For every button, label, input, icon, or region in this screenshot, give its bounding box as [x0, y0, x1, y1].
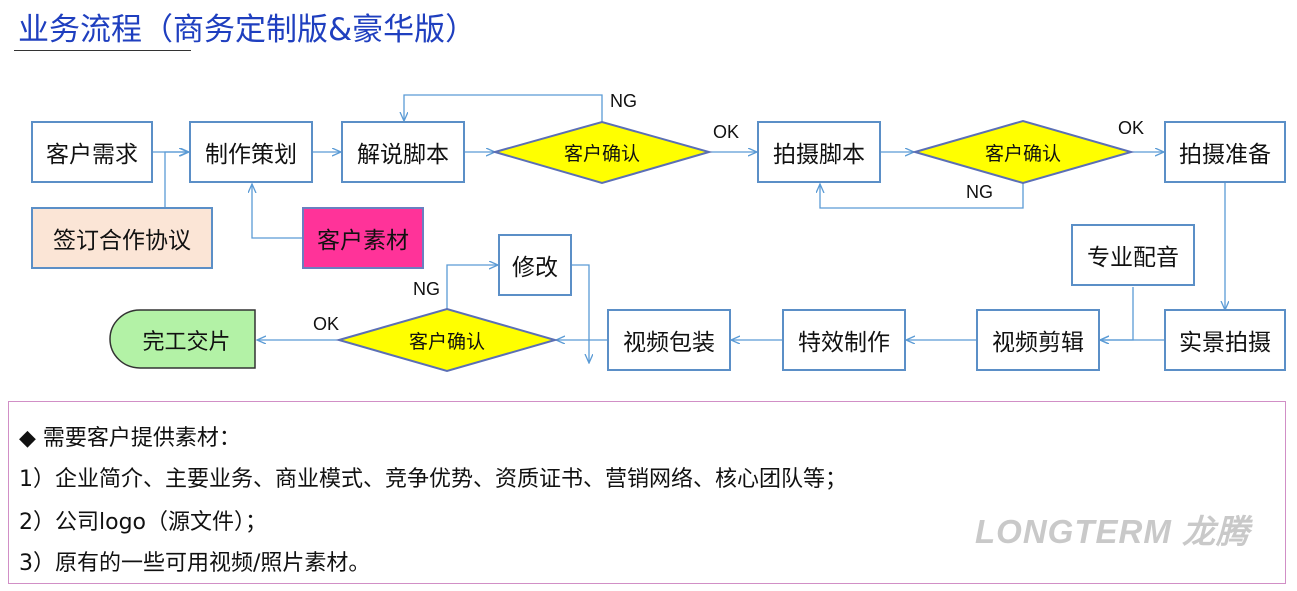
- materials-note-panel: ◆ 需要客户提供素材： 1）企业简介、主要业务、商业模式、竞争优势、资质证书、营…: [8, 401, 1286, 584]
- diamond-confirm-1: [491, 120, 713, 185]
- note-heading: ◆ 需要客户提供素材：: [19, 426, 241, 451]
- node-pro-voiceover: 专业配音: [1071, 224, 1195, 286]
- label-ok-2: OK: [1118, 118, 1145, 138]
- label-ok-1: OK: [713, 122, 740, 142]
- node-customer-material: 客户素材: [302, 207, 424, 269]
- label-ng-1: NG: [610, 91, 637, 111]
- edge-voiceover-editing: [1100, 287, 1134, 340]
- node-revise: 修改: [498, 234, 572, 296]
- node-video-packaging: 视频包装: [607, 309, 731, 371]
- diamond-confirm-1-label: 客户确认: [563, 143, 640, 165]
- node-live-shooting: 实景拍摄: [1164, 309, 1286, 371]
- node-customer-demand: 客户需求: [31, 121, 153, 183]
- node-video-editing: 视频剪辑: [976, 309, 1100, 371]
- node-effects: 特效制作: [782, 309, 906, 371]
- edge-confirm1-ng: [404, 94, 603, 122]
- node-shooting-prep: 拍摄准备: [1164, 121, 1286, 183]
- edge-material-planning: [252, 184, 302, 239]
- terminal-done: [109, 309, 256, 369]
- terminal-done-label: 完工交片: [142, 330, 231, 355]
- note-item-3: 3）原有的一些可用视频/照片素材。: [19, 551, 371, 576]
- edge-sign-demand: [164, 152, 188, 207]
- node-planning: 制作策划: [189, 121, 313, 183]
- diamond-confirm-2: [911, 119, 1135, 185]
- brand-watermark: LONGTERM 龙腾: [975, 513, 1250, 550]
- edge-revise-packaging: [572, 264, 589, 363]
- page-title: 业务流程（商务定制版&豪华版）: [18, 12, 477, 48]
- diamond-confirm-3-label: 客户确认: [408, 331, 485, 353]
- node-narration-script: 解说脚本: [341, 121, 465, 183]
- label-ng-2: NG: [966, 182, 993, 202]
- note-item-2: 2）公司logo（源文件）；: [19, 510, 267, 535]
- node-shooting-script: 拍摄脚本: [757, 121, 881, 183]
- label-ok-3: OK: [313, 314, 340, 334]
- edge-confirm3-ng: [446, 265, 498, 309]
- note-item-1: 1）企业简介、主要业务、商业模式、竞争优势、资质证书、营销网络、核心团队等；: [19, 467, 847, 492]
- label-ng-3: NG: [413, 279, 440, 299]
- edge-confirm2-ng: [820, 183, 1024, 209]
- node-sign-agreement: 签订合作协议: [31, 207, 213, 269]
- diamond-confirm-3: [335, 307, 559, 373]
- diamond-confirm-2-label: 客户确认: [984, 143, 1061, 165]
- title-underline: [14, 50, 191, 51]
